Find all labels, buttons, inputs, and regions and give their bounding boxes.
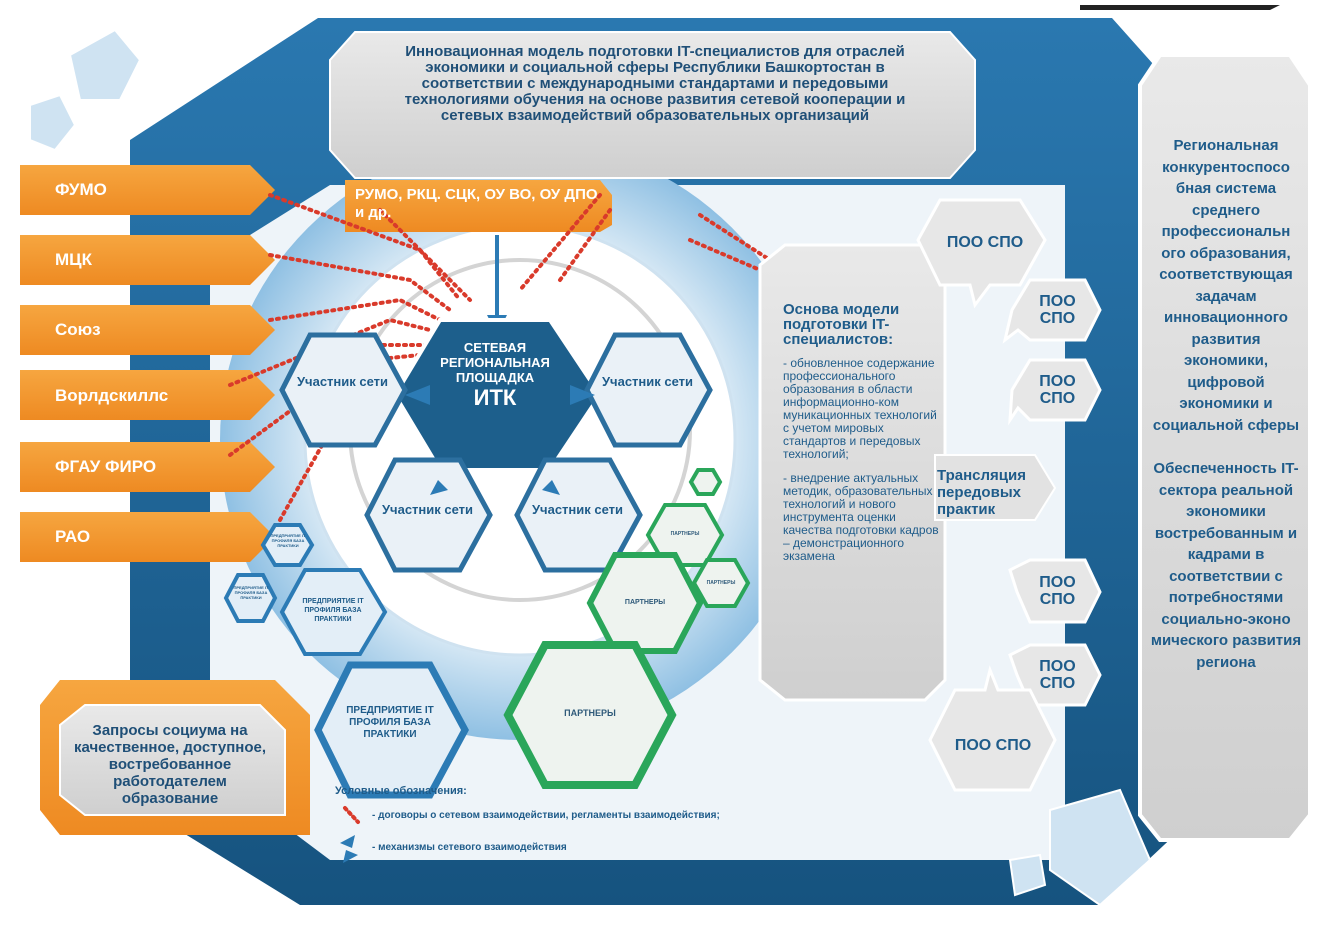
partner-tab-rao: РАО	[55, 527, 91, 546]
header-box	[329, 31, 976, 179]
enterprise-hex-3	[279, 568, 388, 656]
participant-label-right: Участник сети	[601, 374, 694, 389]
enterprise-label-3: ПРЕДПРИЯТИЕ IT ПРОФИЛЯ БАЗА ПРАКТИКИ	[302, 598, 364, 623]
legend-item-1: - договоры о сетевом взаимодействии, рег…	[372, 810, 720, 821]
center-line-1: СЕТЕВАЯ	[463, 340, 527, 355]
center-label: СЕТЕВАЯ РЕГИОНАЛЬНАЯ ПЛОЩАДКА ИТК	[420, 340, 570, 411]
poo-label-2: ПОО СПО	[1039, 293, 1076, 327]
enterprise-label-1: ПРЕДПРИЯТИЕ IT ПРОФИЛЯ БАЗА ПРАКТИКИ	[270, 533, 306, 548]
participant-label-left: Участник сети	[296, 374, 389, 389]
center-line-2: РЕГИОНАЛЬНАЯ	[440, 355, 550, 370]
right-panel	[1138, 53, 1312, 842]
participant-hex-bottom-left	[364, 457, 493, 573]
participant-label-bottom-left: Участник сети	[381, 502, 474, 517]
top-right-fragment	[1080, 5, 1280, 10]
legend-dots-icon	[343, 806, 360, 824]
right-panel-text: Региональная конкурентоспосо бная систем…	[1148, 135, 1304, 673]
crystal-decor-bottom-right	[1008, 788, 1152, 907]
partner-hex-small-2	[691, 558, 751, 608]
partner-tab-fumo: ФУМО	[55, 180, 107, 199]
poo-label-1: ПОО СПО	[946, 234, 1024, 251]
poo-bubble-4	[1008, 558, 1102, 624]
enterprise-hex-1	[260, 523, 315, 567]
partner-tab-soyuz: Союз	[55, 320, 101, 339]
right-panel-text-1: Региональная конкурентоспосо бная систем…	[1152, 137, 1300, 434]
enterprise-label-4: ПРЕДПРИЯТИЕ IT ПРОФИЛЯ БАЗА ПРАКТИКИ	[346, 705, 434, 740]
partner-label-large: ПАРТНЕРЫ	[564, 708, 616, 718]
legend-item-2: - механизмы сетевого взаимодействия	[372, 842, 567, 853]
partner-tab-mck: МЦК	[55, 250, 92, 269]
poo-label-5: ПОО СПО	[1039, 658, 1076, 692]
partner-tab-worldskills: Ворлдскиллс	[55, 386, 169, 405]
poo-label-4: ПОО СПО	[1039, 574, 1076, 608]
poo-label-6: ПОО СПО	[954, 737, 1032, 754]
poo-bubble-1	[916, 198, 1047, 309]
participant-hex-left	[279, 332, 408, 448]
poo-bubble-2	[1002, 278, 1102, 344]
basis-text: Основа модели подготовки IT-специалистов…	[783, 302, 941, 563]
rumo-label: РУМО, РКЦ. СЦК, ОУ ВО, ОУ ДПО и др.	[355, 186, 598, 221]
partner-hex-tiny	[688, 468, 723, 496]
basis-title: Основа модели подготовки IT-специалистов…	[783, 301, 900, 348]
partner-hex-mid	[586, 552, 704, 654]
enterprise-hex-2	[223, 573, 278, 623]
poo-bubble-6	[928, 665, 1057, 792]
poo-label-3: ПОО СПО	[1039, 373, 1076, 407]
translation-label: Трансляция передовых практик	[937, 467, 1026, 518]
left-tabs	[20, 165, 275, 562]
legend-arrows-icon	[340, 835, 358, 863]
requests-inner	[59, 704, 286, 816]
translation-arrow	[934, 454, 1057, 521]
center-line-3: ПЛОЩАДКА	[455, 370, 535, 385]
partner-label-mid: ПАРТНЕРЫ	[624, 599, 666, 606]
crystal-decor-top-left	[29, 28, 142, 152]
basis-item-1: - обновленное содержание профессионально…	[783, 356, 937, 461]
requests-label: Запросы социума на качественное, доступн…	[73, 722, 267, 807]
participant-hex-right	[584, 332, 713, 448]
enterprise-hex-4	[314, 661, 469, 799]
poo-bubble-5	[1008, 643, 1102, 707]
participant-label-bottom-right: Участник сети	[531, 502, 624, 517]
partner-hex-large	[503, 641, 677, 789]
enterprise-label-2: ПРЕДПРИЯТИЕ IT ПРОФИЛЯ БАЗА ПРАКТИКИ	[233, 585, 269, 600]
poo-bubble-3	[1008, 358, 1102, 426]
header-title: Инновационная модель подготовки IT-специ…	[404, 43, 906, 124]
partner-label-small-1: ПАРТНЕРЫ	[670, 531, 700, 537]
basis-item-2: - внедрение актуальных методик, образова…	[783, 471, 939, 563]
rumo-box	[345, 180, 612, 232]
right-panel-text-2: Обеспеченность IT-сектора реальной эконо…	[1150, 460, 1302, 671]
partner-tab-firo: ФГАУ ФИРО	[55, 457, 157, 476]
partner-label-small-2: ПАРТНЕРЫ	[706, 580, 736, 586]
legend-title: Условные обозначения:	[335, 785, 467, 797]
center-line-4: ИТК	[473, 385, 517, 410]
